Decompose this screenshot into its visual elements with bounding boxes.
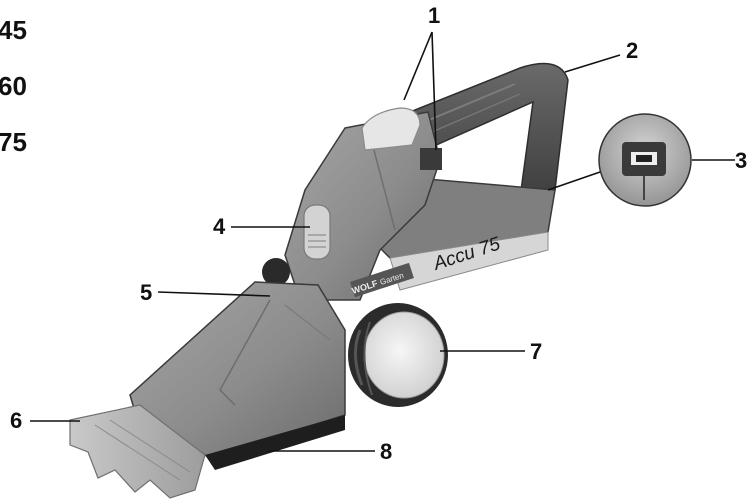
front-wheel [348,303,448,407]
callout-8: 8 [380,439,393,464]
side-switch [303,204,331,260]
callout-5: 5 [140,280,153,305]
model-label-75: 75 [0,127,27,157]
leader-1b [431,31,437,151]
callout-3: 3 [735,148,748,173]
charging-socket-inset [598,113,692,207]
safety-buttons [361,107,442,170]
cutting-blade [69,404,206,499]
model-label-60: 60 [0,71,27,101]
callout-7: 7 [530,339,543,364]
leader-2 [564,54,621,73]
callout-2: 2 [626,38,639,63]
leader-lines [30,31,735,452]
leader-5 [157,291,271,297]
blade-guard [129,281,346,470]
callout-4: 4 [213,214,226,239]
callout-6: 6 [10,408,23,433]
leader-3b [547,171,601,191]
leader-1a [403,31,433,101]
callout-1: 1 [428,3,441,28]
model-label-45: 45 [0,15,27,45]
brand-logo: WOLF Garten [350,262,414,298]
rear-wheel [262,258,290,286]
